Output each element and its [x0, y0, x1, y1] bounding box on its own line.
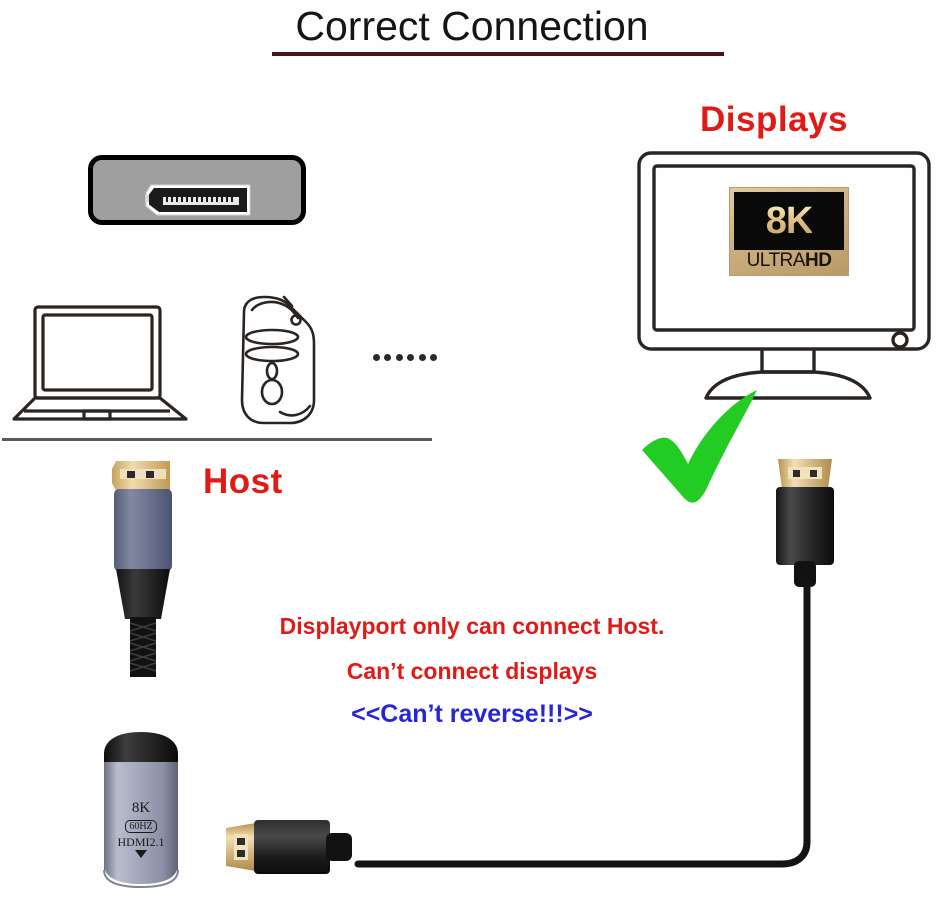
page-title: Correct Connection: [0, 2, 944, 50]
adapter-standard-text: HDMI2.1: [117, 835, 165, 849]
monitor-icon: [637, 151, 931, 400]
adapter-orientation-triangle-icon: [135, 850, 147, 858]
badge-ultra-text: ULTRA: [746, 250, 806, 271]
green-checkmark-icon: [642, 390, 757, 503]
warning-line-1: Displayport only can connect Host.: [279, 613, 665, 639]
hdmi-female-adapter-icon: [103, 732, 179, 889]
adapter-refresh-text: 60HZ: [125, 820, 157, 833]
hdmi-plug-icon: [776, 459, 834, 587]
ellipsis-dots-icon: [373, 352, 437, 362]
badge-inner-panel: 8K: [734, 192, 844, 250]
host-divider-line: [2, 438, 432, 441]
displayport-plug-icon: [112, 461, 172, 677]
adapter-printed-labels: 8K 60HZ HDMI2.1: [98, 800, 184, 858]
badge-hd-text: HD: [804, 250, 832, 271]
title-underline: [272, 52, 724, 56]
badge-resolution-text: 8K: [765, 200, 814, 242]
warning-line-3: <<Can’t reverse!!!>>: [351, 700, 593, 728]
laptop-icon: [12, 305, 188, 421]
hdmi-plug-bottom-icon: [226, 820, 352, 874]
page-title-text: Correct Connection: [295, 3, 649, 49]
camera-device-icon: [240, 295, 316, 425]
warning-line-2: Can’t connect displays: [346, 658, 598, 684]
adapter-resolution-text: 8K: [131, 800, 151, 816]
displays-label: Displays: [700, 100, 848, 139]
host-label: Host: [203, 462, 283, 501]
hdmi-cable-path: [354, 580, 811, 868]
displayport-socket-icon: [145, 184, 251, 216]
